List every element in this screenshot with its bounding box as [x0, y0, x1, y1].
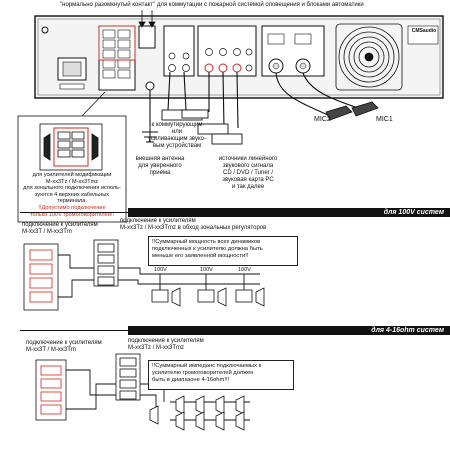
- line-source-1: [181, 109, 209, 119]
- relay-note-arrows: [138, 10, 156, 28]
- v100-amp-terminals-right: [93, 239, 119, 287]
- mic1-label: MIC1: [376, 116, 393, 123]
- callout-box: [17, 91, 127, 223]
- v100-banner: для 100V систем: [128, 208, 450, 217]
- v100-conn-right: подключение к усилителям M-xx3Tz / M-xx3…: [120, 218, 267, 231]
- line-source-3: [211, 133, 243, 145]
- antenna: [142, 126, 158, 143]
- ohm-amp-terminals-left: [35, 359, 67, 421]
- brand-label: CMSaudio: [411, 28, 437, 34]
- ohm-conn-left: подключение к усилителям M-xx3T / M-xx3T…: [26, 340, 102, 353]
- v100-power-note: !!Суммарный мощность всех динамиков подк…: [148, 236, 298, 266]
- zones-caption: для усилителей модификации M-xx3Tz / M-x…: [23, 172, 121, 204]
- mic1-body: [351, 101, 379, 117]
- antenna-jack: [145, 81, 155, 91]
- zone-terminal-illustration: [39, 123, 103, 171]
- v100-line-label-1: 100V: [154, 267, 167, 273]
- rca-jacks: [168, 52, 190, 72]
- ohm-speakers: [149, 395, 245, 431]
- microphones: [325, 101, 379, 121]
- ohm-amp-terminals-right: [115, 353, 141, 401]
- v100-line-label-2: 100V: [200, 267, 213, 273]
- v100-transformers-speakers: [151, 287, 265, 307]
- external-devices: [161, 109, 243, 145]
- v100-amp-terminals-left: [23, 243, 59, 311]
- cables: [149, 71, 359, 129]
- switching-label: к коммутирующим или усиливающим звуко- в…: [147, 122, 206, 149]
- relay-contact-note: "нормально разомкнутый контакт" для комм…: [60, 2, 364, 8]
- aux-rca-jacks: [204, 63, 242, 73]
- ohm-conn-right: подключение к усилителям M-xx3Tz / M-xx3…: [128, 338, 204, 351]
- zones-warning: !!Допустимо подключение только 100V гром…: [30, 205, 114, 218]
- ohm-impedance-note: !!Суммарный импеданс подключаемых к усил…: [148, 360, 294, 390]
- speaker-terminals: [102, 29, 131, 79]
- amplifier-rear-panel: [34, 15, 444, 99]
- v100-line-label-3: 100V: [238, 267, 251, 273]
- ground-screw: [41, 26, 49, 34]
- v100-wiring: [58, 254, 260, 298]
- brand-plate: [407, 25, 439, 45]
- mic2-label: MIC2: [314, 116, 331, 123]
- ohm-banner: для 4-16ohm систем: [128, 326, 450, 335]
- v100-conn-left: подключение к усилителям M-xx3T / M-xx3T…: [22, 222, 98, 235]
- line-sources-label: источники линейного звукового сигнала CD…: [218, 156, 278, 190]
- mic2-body: [325, 105, 353, 121]
- relay-terminals: [138, 25, 156, 49]
- ohm-banner-rule: [20, 330, 128, 331]
- antenna-label: внешняя антенна для уверенного приема: [135, 156, 185, 176]
- v100-banner-rule: [20, 212, 128, 213]
- cooling-fan: [335, 23, 403, 91]
